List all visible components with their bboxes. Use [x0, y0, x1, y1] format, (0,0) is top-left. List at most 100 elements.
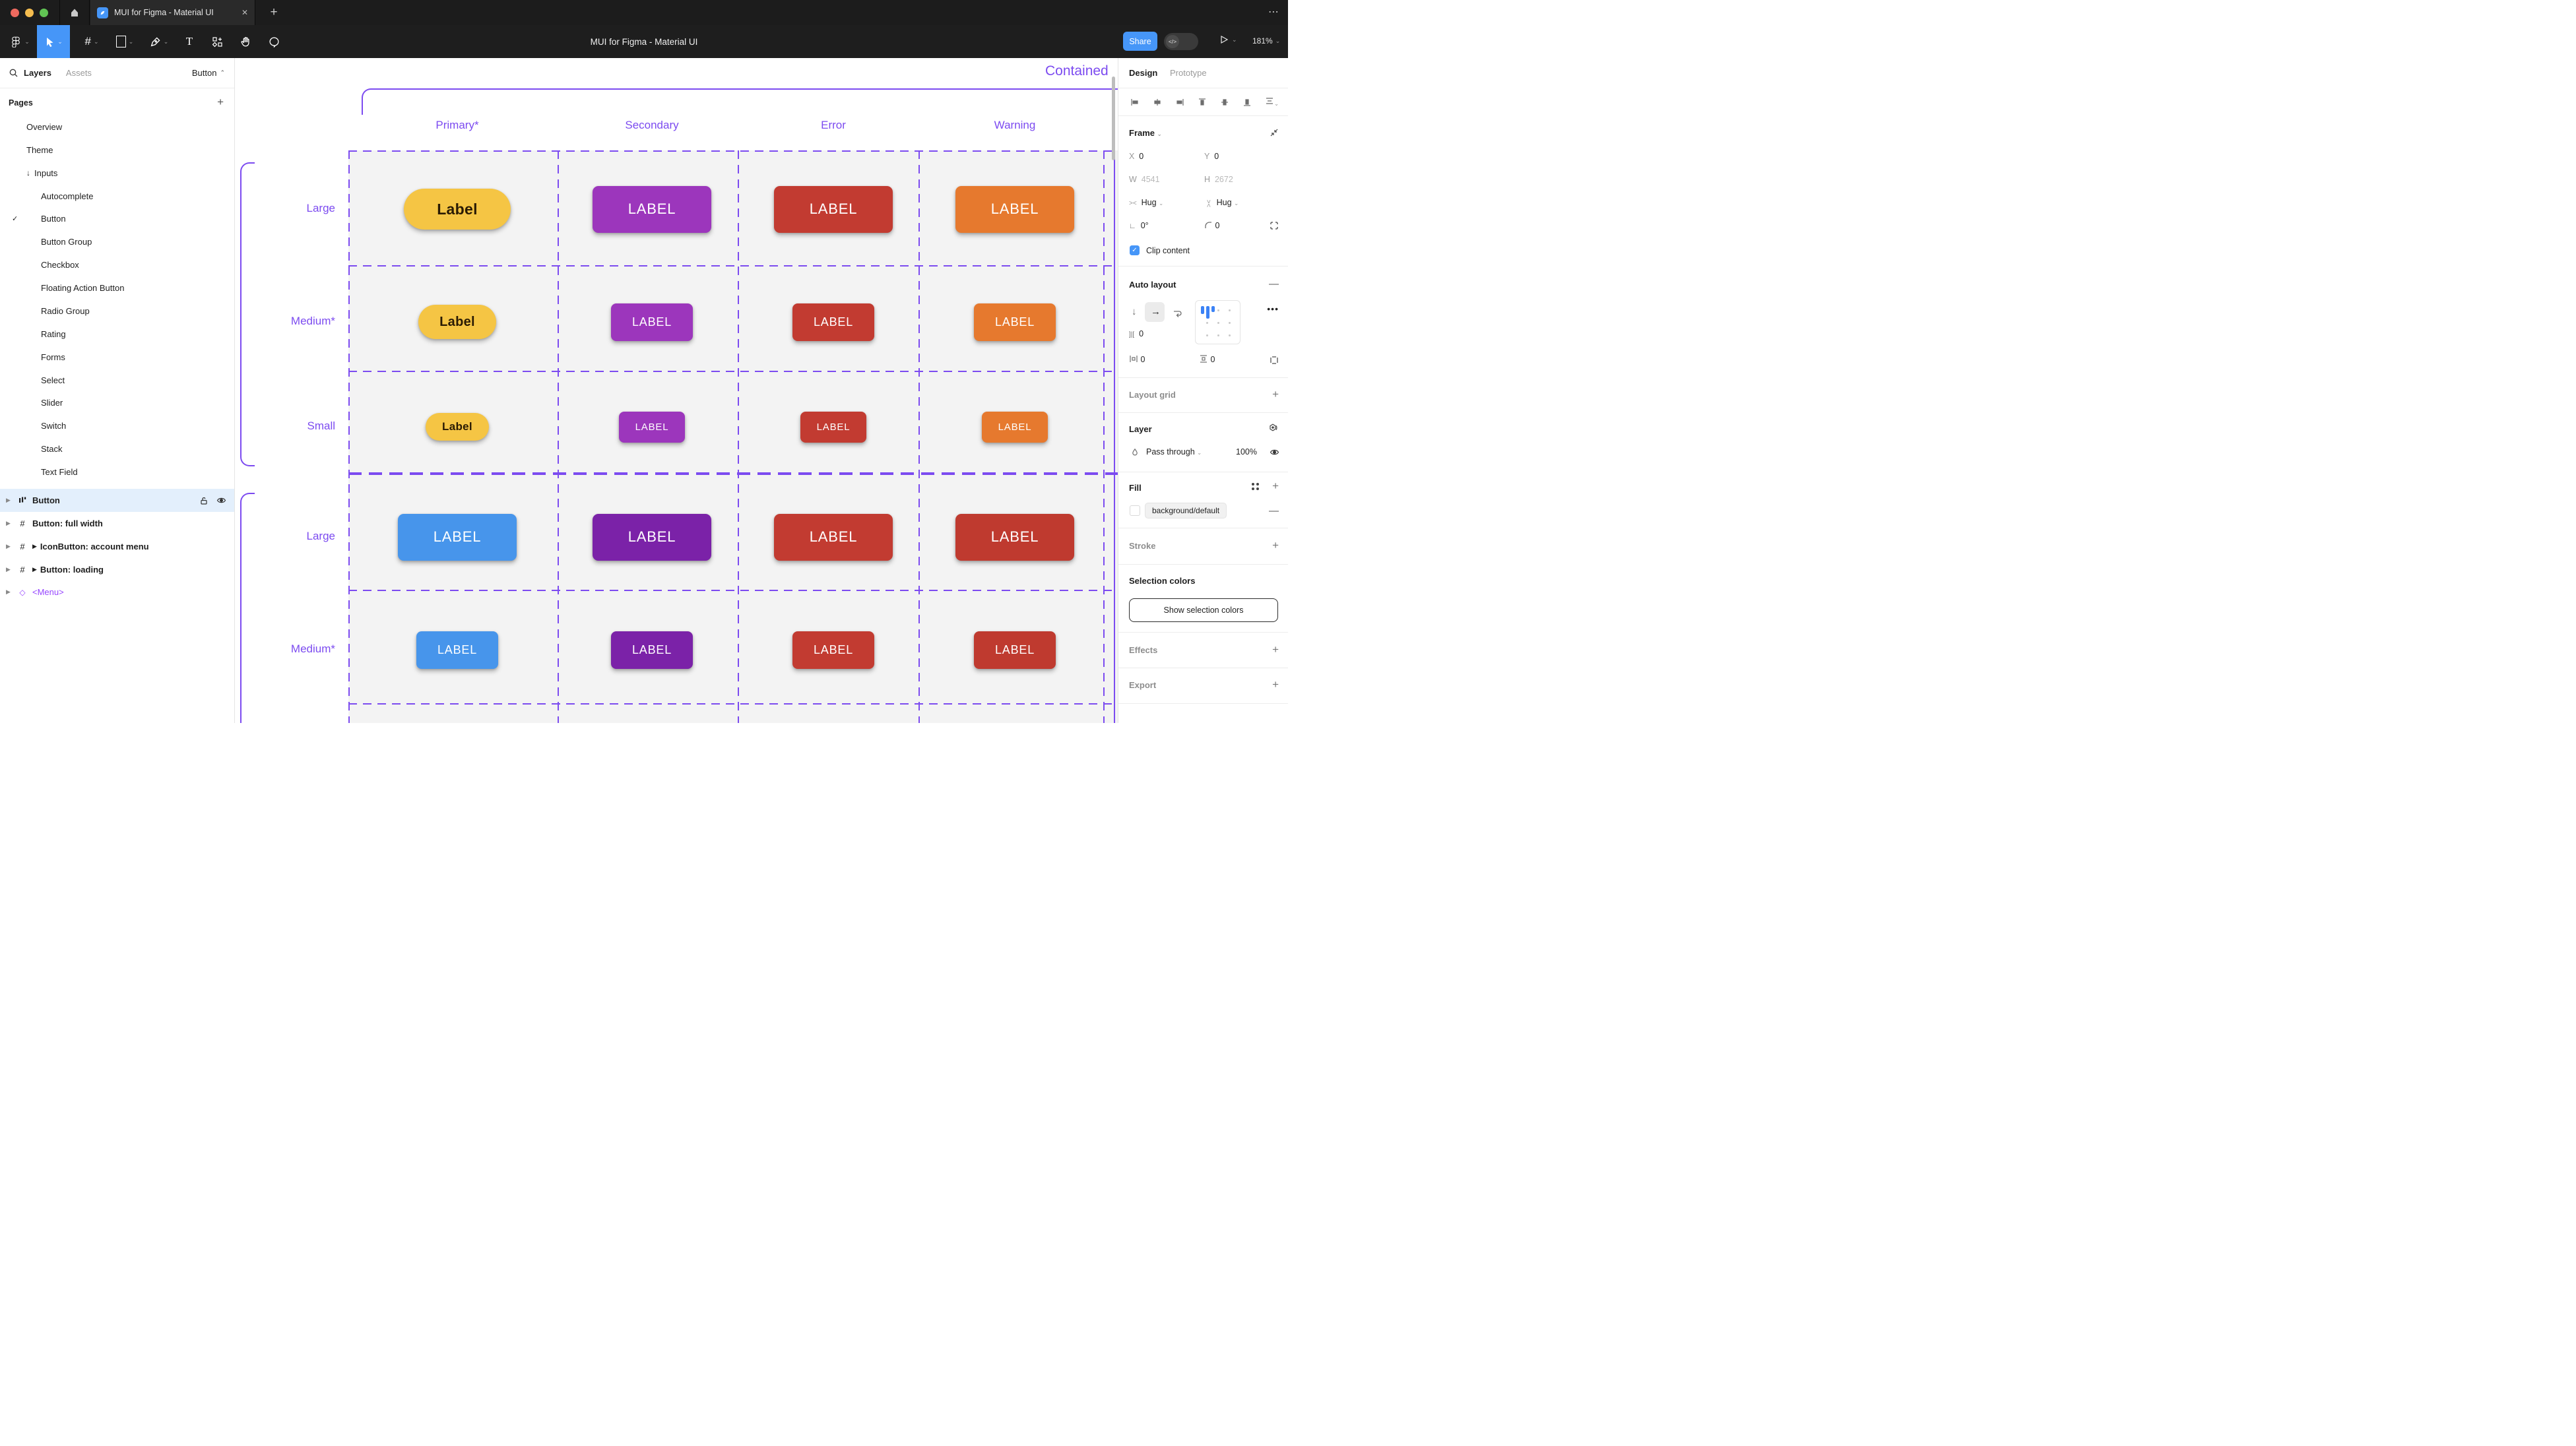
- auto-layout-more-button[interactable]: •••: [1267, 303, 1279, 314]
- add-effect-button[interactable]: +: [1272, 643, 1279, 656]
- tab-design[interactable]: Design: [1129, 68, 1158, 78]
- layer-item-button-loading[interactable]: ▶#▶Button: loading: [0, 558, 234, 581]
- column-header-error[interactable]: Error: [821, 119, 846, 131]
- page-item-radio-group[interactable]: Radio Group: [0, 299, 234, 323]
- column-header-warning[interactable]: Warning: [994, 119, 1036, 131]
- page-item-checkbox[interactable]: Checkbox: [0, 253, 234, 276]
- add-layout-grid-button[interactable]: +: [1272, 388, 1279, 400]
- apply-variable-icon[interactable]: [1268, 423, 1279, 433]
- hand-tool-button[interactable]: [234, 25, 257, 58]
- horizontal-resizing-select[interactable]: >< Hug ⌄: [1129, 198, 1164, 207]
- blend-mode-select[interactable]: Pass through ⌄: [1146, 447, 1202, 456]
- canvas-button[interactable]: LABEL: [593, 185, 711, 233]
- row-label-large[interactable]: Large: [306, 202, 335, 214]
- blend-mode-icon[interactable]: [1130, 448, 1140, 457]
- canvas-button[interactable]: LABEL: [398, 513, 517, 561]
- expand-chevron-icon[interactable]: ▶: [6, 497, 11, 503]
- canvas-button[interactable]: LABEL: [792, 303, 874, 341]
- page-item-inputs[interactable]: ↓Inputs: [0, 162, 234, 185]
- canvas-button[interactable]: LABEL: [800, 411, 866, 443]
- independent-padding-icon[interactable]: [1270, 356, 1279, 365]
- gap-field[interactable]: ]|[ 0: [1129, 329, 1144, 338]
- fill-style-chip[interactable]: background/default: [1145, 503, 1227, 519]
- canvas-button[interactable]: Label: [418, 305, 496, 339]
- vertical-resizing-select[interactable]: >< Hug ⌄: [1204, 198, 1239, 208]
- canvas-button[interactable]: LABEL: [955, 513, 1074, 561]
- present-button[interactable]: ⌄: [1219, 35, 1237, 44]
- column-header-primary[interactable]: Primary*: [435, 119, 479, 131]
- rotation-field[interactable]: ∟ 0°: [1129, 221, 1149, 230]
- frame-section-header[interactable]: Frame ⌄: [1129, 128, 1162, 138]
- page-item-autocomplete[interactable]: Autocomplete: [0, 185, 234, 208]
- canvas-button[interactable]: LABEL: [619, 411, 685, 443]
- page-item-rating[interactable]: Rating: [0, 323, 234, 346]
- fill-styles-icon[interactable]: [1252, 483, 1259, 490]
- direction-right-button[interactable]: [1145, 302, 1165, 322]
- home-tab[interactable]: [59, 0, 90, 25]
- page-item-switch[interactable]: Switch: [0, 414, 234, 437]
- wrap-icon[interactable]: [1173, 308, 1183, 319]
- pen-tool-button[interactable]: ⌄: [144, 25, 174, 58]
- canvas-button[interactable]: Label: [426, 413, 489, 441]
- corner-radius-field[interactable]: 0: [1204, 221, 1219, 230]
- canvas-button[interactable]: LABEL: [774, 513, 893, 561]
- y-position-field[interactable]: Y 0: [1204, 152, 1219, 161]
- tab-overflow-menu[interactable]: ⋯: [1268, 7, 1280, 18]
- page-item-floating-action-button[interactable]: Floating Action Button: [0, 276, 234, 299]
- canvas-button[interactable]: Label: [404, 189, 511, 230]
- height-field[interactable]: H 2672: [1204, 175, 1233, 184]
- remove-fill-button[interactable]: —: [1269, 505, 1279, 517]
- page-item-overview[interactable]: Overview: [0, 115, 234, 139]
- add-fill-button[interactable]: +: [1272, 480, 1279, 492]
- share-button[interactable]: Share: [1123, 32, 1157, 51]
- move-tool-button[interactable]: ⌄: [37, 25, 70, 58]
- unlock-icon[interactable]: [199, 496, 209, 505]
- collapse-panel-icon[interactable]: [1270, 128, 1279, 137]
- page-item-button-group[interactable]: Button Group: [0, 230, 234, 253]
- tab-assets[interactable]: Assets: [65, 68, 92, 78]
- search-icon[interactable]: [9, 68, 18, 78]
- vertical-padding-field[interactable]: 0: [1199, 354, 1215, 364]
- frame-tool-button[interactable]: # ⌄: [77, 25, 107, 58]
- expand-chevron-icon[interactable]: ▶: [6, 519, 11, 526]
- traffic-light-zoom[interactable]: [40, 9, 48, 17]
- layer-item-button[interactable]: ▶Button: [0, 489, 234, 512]
- show-selection-colors-button[interactable]: Show selection colors: [1129, 598, 1278, 622]
- align-v-center-icon[interactable]: [1220, 98, 1229, 107]
- remove-auto-layout-button[interactable]: —: [1269, 278, 1279, 290]
- add-stroke-button[interactable]: +: [1272, 539, 1279, 551]
- canvas-button[interactable]: LABEL: [611, 303, 693, 341]
- align-h-center-icon[interactable]: [1153, 98, 1162, 107]
- canvas-button[interactable]: LABEL: [416, 631, 498, 669]
- tab-close-icon[interactable]: ✕: [241, 8, 248, 17]
- layer-item-iconbutton-account-menu[interactable]: ▶#▶IconButton: account menu: [0, 535, 234, 558]
- page-item-select[interactable]: Select: [0, 369, 234, 392]
- page-item-slider[interactable]: Slider: [0, 391, 234, 414]
- align-bottom-icon[interactable]: [1242, 98, 1252, 107]
- fill-color-swatch[interactable]: [1130, 505, 1140, 516]
- canvas-button[interactable]: LABEL: [974, 631, 1056, 669]
- page-item-button[interactable]: ✓Button: [0, 207, 234, 230]
- row-label-large[interactable]: Large: [306, 530, 335, 542]
- x-position-field[interactable]: X 0: [1129, 152, 1144, 161]
- expand-chevron-icon[interactable]: ▶: [6, 565, 11, 573]
- canvas-button[interactable]: LABEL: [982, 411, 1048, 443]
- row-label-small[interactable]: Small: [307, 420, 335, 432]
- layer-item-button-full-width[interactable]: ▶#Button: full width: [0, 512, 234, 535]
- horizontal-padding-field[interactable]: 0: [1129, 354, 1145, 364]
- width-field[interactable]: W 4541: [1129, 175, 1160, 184]
- traffic-light-minimize[interactable]: [25, 9, 34, 17]
- canvas-button[interactable]: LABEL: [774, 185, 893, 233]
- shape-tool-button[interactable]: ⌄: [110, 25, 140, 58]
- align-top-icon[interactable]: [1198, 98, 1207, 107]
- column-header-secondary[interactable]: Secondary: [625, 119, 679, 131]
- opacity-field[interactable]: 100%: [1236, 447, 1257, 456]
- clip-content-checkbox[interactable]: ✓: [1130, 245, 1140, 255]
- traffic-light-close[interactable]: [11, 9, 19, 17]
- align-right-icon[interactable]: [1175, 98, 1184, 107]
- distribute-menu[interactable]: ⌄: [1265, 96, 1279, 108]
- canvas-button[interactable]: LABEL: [974, 303, 1056, 341]
- canvas-button[interactable]: LABEL: [792, 631, 874, 669]
- tab-prototype[interactable]: Prototype: [1170, 68, 1207, 78]
